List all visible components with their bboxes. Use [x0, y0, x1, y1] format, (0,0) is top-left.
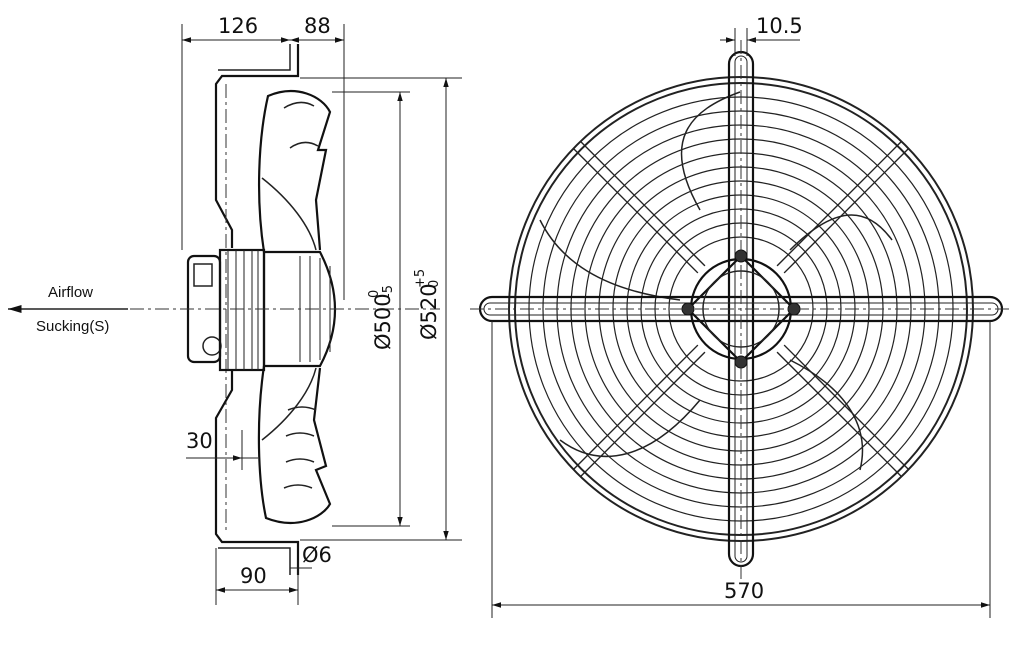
- dimension-d520-text: Ø520: [417, 283, 441, 340]
- dimension-d520: Ø520 +5 0: [300, 77, 462, 541]
- airflow-indicator: Airflow Sucking(S): [8, 284, 128, 335]
- cable-gland: [202, 336, 222, 356]
- front-blade-2: [789, 214, 893, 251]
- blade-lower: [257, 365, 332, 524]
- guard-spoke: [783, 147, 910, 274]
- dimension-88: 88: [290, 14, 345, 300]
- dimension-90-text: 90: [240, 564, 267, 588]
- front-blade-5: [539, 219, 681, 301]
- housing-profile-upper-inner: [218, 44, 291, 71]
- airflow-mode-label: Sucking(S): [36, 318, 109, 335]
- front-view: 10.5 570: [470, 14, 1012, 618]
- blade-upper: [257, 90, 332, 253]
- dimension-d500-tol-lower: -5: [381, 285, 396, 298]
- front-blade-1: [680, 91, 741, 211]
- front-blade-4: [559, 399, 701, 458]
- guard-spoke: [776, 140, 903, 267]
- guard-spoke: [579, 140, 706, 267]
- dimension-570: 570: [491, 321, 991, 618]
- guard-spoke: [579, 351, 706, 478]
- housing-profile-lower: [214, 370, 300, 575]
- housing-profile-upper: [214, 44, 300, 248]
- guard-spoke: [776, 351, 903, 478]
- dimension-d500-tol-upper: 0: [367, 290, 382, 298]
- dimension-30: 30: [186, 429, 258, 470]
- rotor-hub: [262, 250, 337, 368]
- dimension-126-text: 126: [218, 14, 258, 38]
- guard-spoke: [783, 344, 910, 471]
- side-view: 126 88 30 90 Ø6: [130, 14, 462, 605]
- motor-fins: [227, 250, 259, 370]
- dimension-d500-text: Ø500: [371, 293, 395, 350]
- motor-body: [218, 248, 266, 372]
- blade-mid-upper: [261, 177, 317, 251]
- blade-slots: [283, 101, 319, 489]
- dimension-d6: Ø6: [290, 543, 332, 569]
- terminal-box: [193, 263, 213, 287]
- dimension-90: 90: [215, 548, 299, 605]
- guard-spoke: [572, 147, 699, 274]
- airflow-label: Airflow: [48, 284, 93, 301]
- dimension-30-text: 30: [186, 429, 213, 453]
- dimension-88-text: 88: [304, 14, 331, 38]
- dimension-126: 126: [181, 14, 290, 250]
- guard-spokes: [572, 140, 910, 478]
- mount-bolts: [681, 249, 801, 369]
- dimension-570-text: 570: [724, 579, 764, 603]
- dimension-10-5: 10.5: [720, 14, 803, 56]
- dimension-d6-text: Ø6: [302, 543, 332, 567]
- dimension-10-5-text: 10.5: [756, 14, 803, 38]
- guard-spoke: [572, 344, 699, 471]
- housing-profile-lower-inner: [218, 547, 291, 575]
- dimension-d500: Ø500 0 -5: [332, 91, 410, 527]
- dimension-d520-tol-lower: 0: [427, 280, 442, 288]
- blade-mid-lower: [261, 367, 317, 441]
- dimension-d520-tol-upper: +5: [413, 269, 428, 288]
